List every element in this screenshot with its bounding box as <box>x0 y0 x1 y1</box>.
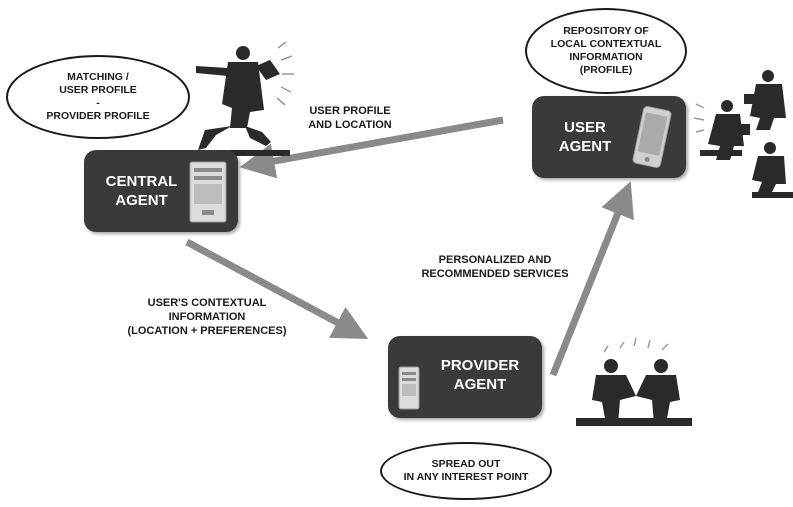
provider-agent-label: PROVIDER AGENT <box>440 357 520 393</box>
user-agent-box: USER AGENT <box>532 96 686 178</box>
user-profile-location-label: USER PROFILE AND LOCATION <box>308 105 392 131</box>
handshake-figure <box>576 359 692 426</box>
central-agent-box: CENTRAL AGENT <box>84 150 238 232</box>
motion-lines <box>276 41 294 106</box>
people-group-figure <box>700 70 793 198</box>
contextual-information-label: USER'S CONTEXTUAL INFORMATION (LOCATION … <box>127 297 287 337</box>
mobile-phone-icon <box>632 105 672 169</box>
matching-profile-bubble: MATCHING / USER PROFILE - PROVIDER PROFI… <box>6 55 190 139</box>
central-agent-label: CENTRAL AGENT <box>105 173 178 209</box>
matching-profile-text: MATCHING / USER PROFILE - PROVIDER PROFI… <box>46 71 150 122</box>
sparkle-lines <box>603 337 669 353</box>
motion-lines-2 <box>693 103 705 133</box>
repository-text: REPOSITORY OF LOCAL CONTEXTUAL INFORMATI… <box>550 25 662 76</box>
arrow-central-to-provider <box>185 238 369 339</box>
businessman-figure <box>196 46 290 156</box>
spread-out-text: SPREAD OUT IN ANY INTEREST POINT <box>403 458 529 483</box>
arrow-provider-to-user <box>549 181 634 377</box>
server-icon <box>189 161 227 223</box>
spread-out-bubble: SPREAD OUT IN ANY INTEREST POINT <box>380 442 552 500</box>
provider-agent-box: PROVIDER AGENT <box>388 336 542 418</box>
personalized-services-label: PERSONALIZED AND RECOMMENDED SERVICES <box>421 254 569 280</box>
repository-bubble: REPOSITORY OF LOCAL CONTEXTUAL INFORMATI… <box>525 8 687 94</box>
user-agent-label: USER AGENT <box>558 119 612 155</box>
server-icon-small <box>398 366 420 410</box>
arrow-user-to-central <box>239 116 504 179</box>
